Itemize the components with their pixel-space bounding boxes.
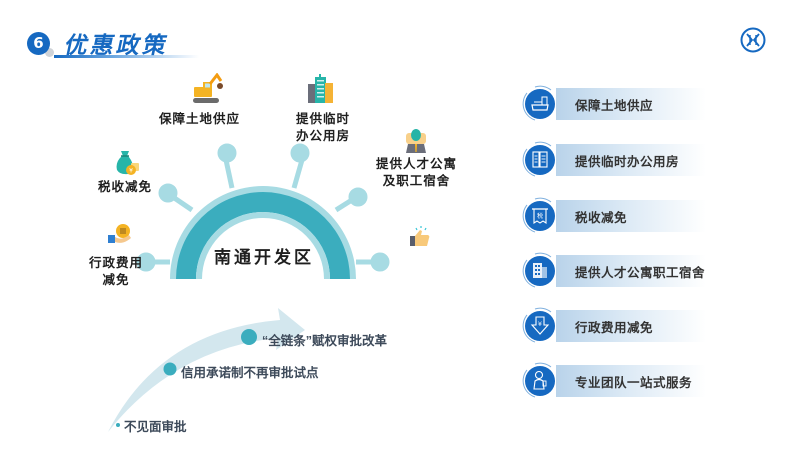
svg-text:¥: ¥ [538, 320, 542, 328]
policy-band [556, 310, 706, 342]
office-buildings-icon [308, 74, 333, 103]
service-agent-icon [522, 362, 555, 398]
policy-label: 行政费用减免 [575, 321, 654, 335]
yuan-down-arrow-icon: ¥ [522, 307, 555, 343]
policy-band [556, 200, 706, 232]
policy-item-talent-apartment: 提供人才公寓职工宿舍 [518, 250, 748, 292]
policy-item-tax-relief: 税 税收减免 [518, 195, 748, 237]
policy-band [556, 255, 706, 287]
thumbs-up-icon [410, 226, 430, 246]
circular-monogram-logo-icon [740, 27, 766, 53]
reform-step-2: 信用承诺制不再审批试点 [181, 366, 319, 380]
hand-coin-icon [108, 224, 131, 243]
spoke-label-line: 保障土地供应 [159, 111, 241, 126]
spoke-label-admin-fee: 行政费用 减免 [89, 254, 143, 288]
spoke-label-line: 提供临时 [296, 111, 351, 126]
development-zone-arch [136, 143, 390, 279]
reform-progress-arrow [108, 308, 305, 432]
spoke-label-line: 行政费用 [89, 255, 144, 270]
apartment-icon [522, 252, 555, 288]
spoke-label-talent-apartment: 提供人才公寓 及职工宿舍 [376, 155, 457, 189]
policy-item-admin-fee: ¥ 行政费用减免 [518, 305, 748, 347]
tax-receipt-icon: 税 [522, 197, 555, 233]
step-dot-large [241, 329, 257, 345]
svg-text:税: 税 [537, 212, 543, 220]
spoke-label-line: 及职工宿舍 [382, 173, 451, 188]
reform-step-1: 不见面审批 [124, 420, 187, 434]
section-number-shadow-dot [45, 48, 54, 57]
person-icon [406, 129, 426, 153]
excavator-icon [193, 73, 223, 103]
policy-band [556, 365, 706, 397]
svg-text:¥: ¥ [129, 168, 133, 175]
spoke-label-line: 办公用房 [296, 128, 351, 143]
section-number-badge: 6 [27, 32, 50, 55]
policy-item-temp-office: 提供临时办公用房 [518, 139, 748, 181]
title-underline [54, 55, 199, 58]
spoke-label-temp-office: 提供临时 办公用房 [296, 110, 350, 144]
step-dot-medium [163, 362, 177, 376]
policy-label: 税收减免 [575, 211, 628, 225]
center-label: 南通开发区 [214, 248, 314, 268]
office-building-icon [522, 141, 555, 177]
policy-label: 提供人才公寓职工宿舍 [575, 266, 706, 280]
policy-label: 专业团队一站式服务 [575, 376, 693, 390]
arch-spokes [136, 143, 390, 272]
spoke-label-line: 提供人才公寓 [376, 156, 458, 171]
policy-band [556, 144, 706, 176]
policy-band [556, 88, 706, 120]
spoke-label-line: 税收减免 [98, 179, 153, 194]
policy-label: 保障土地供应 [575, 99, 654, 113]
reform-step-3: “全链条”赋权审批改革 [262, 334, 388, 348]
policy-item-land-supply: 保障土地供应 [518, 83, 748, 125]
land-plot-icon [522, 85, 555, 121]
money-bag-icon: ¥ [116, 151, 139, 175]
policy-item-one-stop-service: 专业团队一站式服务 [518, 360, 748, 402]
spoke-label-land-supply: 保障土地供应 [159, 110, 240, 127]
policy-label: 提供临时办公用房 [575, 155, 680, 169]
step-dot-small [116, 423, 120, 427]
spoke-label-tax-relief: 税收减免 [98, 178, 152, 195]
spoke-label-line: 减免 [102, 272, 130, 287]
